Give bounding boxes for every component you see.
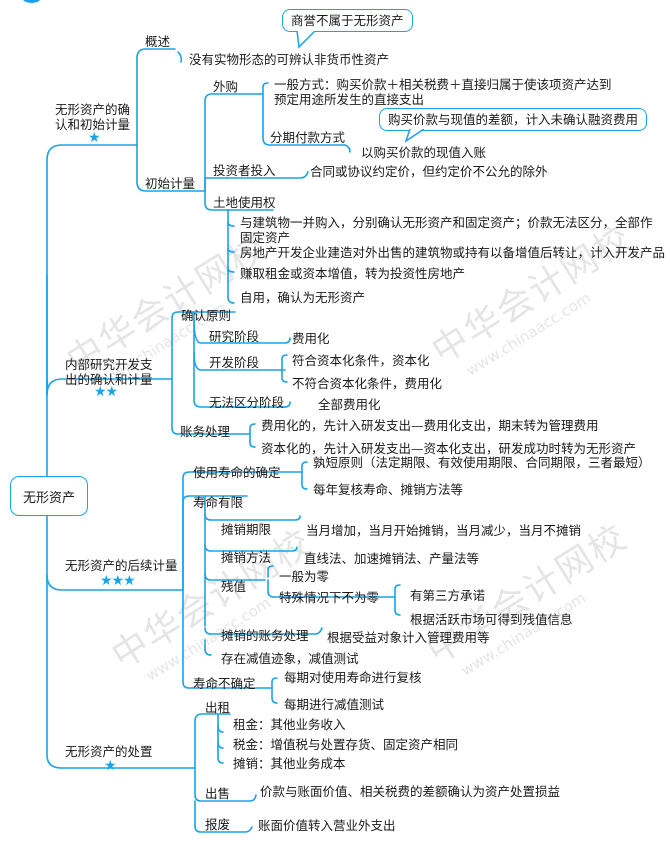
leaf-residual-general: 一般为零: [279, 569, 330, 584]
branch-subsequent-title[interactable]: 无形资产的后续计量: [65, 558, 178, 573]
node-research-phase[interactable]: 研究阶段: [209, 329, 260, 344]
importance-stars: ★: [104, 758, 117, 774]
leaf-amortization-methods: 直线法、加速摊销法、产量法等: [304, 551, 480, 566]
node-amortization-entry[interactable]: 摊销的账务处理: [221, 628, 309, 643]
callout-financing-cost: 购买价款与现值的差额，计入未确认融资费用: [379, 108, 648, 131]
callout-pointer: [404, 129, 425, 143]
node-recognition-principle[interactable]: 确认原则: [181, 308, 232, 323]
root-node[interactable]: 无形资产: [10, 476, 88, 516]
leaf-text-line1: 与建筑物一并购入，分别确认无形资产和固定资产；价款无法区分，全部作: [240, 215, 653, 230]
branch-label-line2: 出的确认和计量: [65, 372, 153, 387]
leaf-impairment-test: 存在减值迹象，减值测试: [221, 651, 359, 666]
branch-disposal-title[interactable]: 无形资产的处置: [65, 744, 153, 759]
branch-label-line1: 无形资产的后续计量: [65, 558, 178, 573]
node-indistinct-phase[interactable]: 无法区分阶段: [209, 395, 285, 410]
node-sale[interactable]: 出售: [205, 786, 231, 801]
leaf-land-investment-property: 赚取租金或资本增值，转为投资性房地产: [240, 266, 466, 281]
branch-label-line2: 认和初始计量: [55, 117, 131, 132]
leaf-lease-tax: 税金：增值税与处置存货、固定资产相同: [233, 737, 459, 752]
importance-stars: ★★: [94, 384, 118, 400]
leaf-land-with-building: 与建筑物一并购入，分别确认无形资产和固定资产；价款无法区分，全部作 固定资产: [240, 215, 653, 245]
leaf-indefinite-review: 每期对使用寿命进行复核: [284, 670, 422, 685]
leaf-rd-capitalized-entry: 资本化的，先计入研发支出—资本化支出，研发成功时转为无形资产: [261, 441, 637, 456]
node-overview[interactable]: 概述: [145, 34, 171, 49]
node-investor-contribution[interactable]: 投资者投入: [213, 163, 276, 178]
node-residual-special[interactable]: 特殊情况下不为零: [279, 590, 380, 605]
leaf-sale-gain-loss: 价款与账面价值、相关税费的差额确认为资产处置损益: [260, 784, 561, 799]
callout-goodwill: 商誉不属于无形资产: [282, 9, 413, 32]
node-scrap[interactable]: 报废: [205, 817, 231, 832]
branch-label-line1: 内部研究开发支: [65, 357, 153, 372]
leaf-amortization-entry-rule: 根据受益对象计入管理费用等: [327, 630, 490, 645]
callout-text: 商誉不属于无形资产: [291, 13, 404, 28]
leaf-third-party-commitment: 有第三方承诺: [410, 588, 486, 603]
leaf-land-real-estate-dev: 房地产开发企业建造对外出售的建筑物或持有以备增值后转让，计入开发产品: [240, 245, 666, 260]
node-initial-measurement[interactable]: 初始计量: [145, 176, 196, 191]
node-residual-value[interactable]: 残值: [221, 579, 247, 594]
leaf-indistinct-expense: 全部费用化: [318, 397, 381, 412]
callout-pointer: [296, 31, 316, 49]
node-finite-life[interactable]: 寿命有限: [193, 495, 244, 510]
callout-text: 购买价款与现值的差额，计入未确认融资费用: [388, 112, 639, 127]
leaf-active-market: 根据活跃市场可得到残值信息: [410, 612, 573, 627]
node-purchase[interactable]: 外购: [213, 79, 239, 94]
node-useful-life-determination[interactable]: 使用寿命的确定: [193, 465, 281, 480]
leaf-scrap-nonoperating: 账面价值转入营业外支出: [258, 818, 396, 833]
leaf-text-line2: 固定资产: [240, 230, 291, 245]
node-indefinite-life[interactable]: 寿命不确定: [193, 676, 256, 691]
branch-label-line1: 无形资产的确: [55, 102, 131, 117]
importance-stars: ★★★: [100, 573, 136, 589]
watermark-en: www.chinaacc.com: [462, 288, 594, 380]
leaf-lease-amortization: 摊销：其他业务成本: [233, 756, 346, 771]
leaf-investor-value: 合同或协议约定价，但约定价不公允的除外: [310, 164, 548, 179]
leaf-text-line1: 一般方式：购买价款＋相关税费＋直接归属于使该项资产达到: [274, 77, 612, 92]
leaf-text-line2: 预定用途所发生的直接支出: [274, 92, 425, 107]
importance-stars: ★: [88, 130, 101, 146]
leaf-land-self-use: 自用，确认为无形资产: [240, 290, 366, 305]
root-label: 无形资产: [22, 490, 75, 506]
node-development-phase[interactable]: 开发阶段: [209, 355, 260, 370]
leaf-lease-rent: 租金：其他业务收入: [233, 717, 346, 732]
leaf-indefinite-impairment: 每期进行减值测试: [284, 697, 385, 712]
leaf-research-expense: 费用化: [292, 331, 330, 346]
leaf-installment-value: 以购买价款的现值入账: [361, 145, 487, 160]
node-lease[interactable]: 出租: [205, 700, 231, 715]
leaf-rd-expensed-entry: 费用化的，先计入研发支出—费用化支出，期末转为管理费用: [261, 418, 599, 433]
leaf-dev-expense: 不符合资本化条件，费用化: [292, 376, 443, 391]
branch-rd-title[interactable]: 内部研究开发支 出的确认和计量: [65, 357, 153, 387]
branch-label-line1: 无形资产的处置: [65, 744, 153, 759]
leaf-amortization-period-rule: 当月增加，当月开始摊销，当月减少，当月不摊销: [306, 523, 582, 538]
leaf-annual-review: 每年复核寿命、摊销方法等: [313, 482, 464, 497]
leaf-overview-definition: 没有实物形态的可辨认非货币性资产: [189, 52, 390, 67]
node-land-use-right[interactable]: 土地使用权: [213, 195, 276, 210]
leaf-shortest-principle: 孰短原则（法定期限、有效使用期限、合同期限，三者最短）: [313, 455, 651, 470]
leaf-dev-capitalize: 符合资本化条件，资本化: [292, 353, 430, 368]
branch-recognition-title[interactable]: 无形资产的确 认和初始计量: [55, 102, 130, 132]
leaf-purchase-general: 一般方式：购买价款＋相关税费＋直接归属于使该项资产达到 预定用途所发生的直接支出: [274, 77, 612, 107]
node-rd-accounting[interactable]: 账务处理: [180, 424, 231, 439]
node-installment[interactable]: 分期付款方式: [270, 130, 346, 145]
node-amortization-method[interactable]: 摊销方法: [221, 550, 272, 565]
node-amortization-period[interactable]: 摊销期限: [221, 522, 272, 537]
